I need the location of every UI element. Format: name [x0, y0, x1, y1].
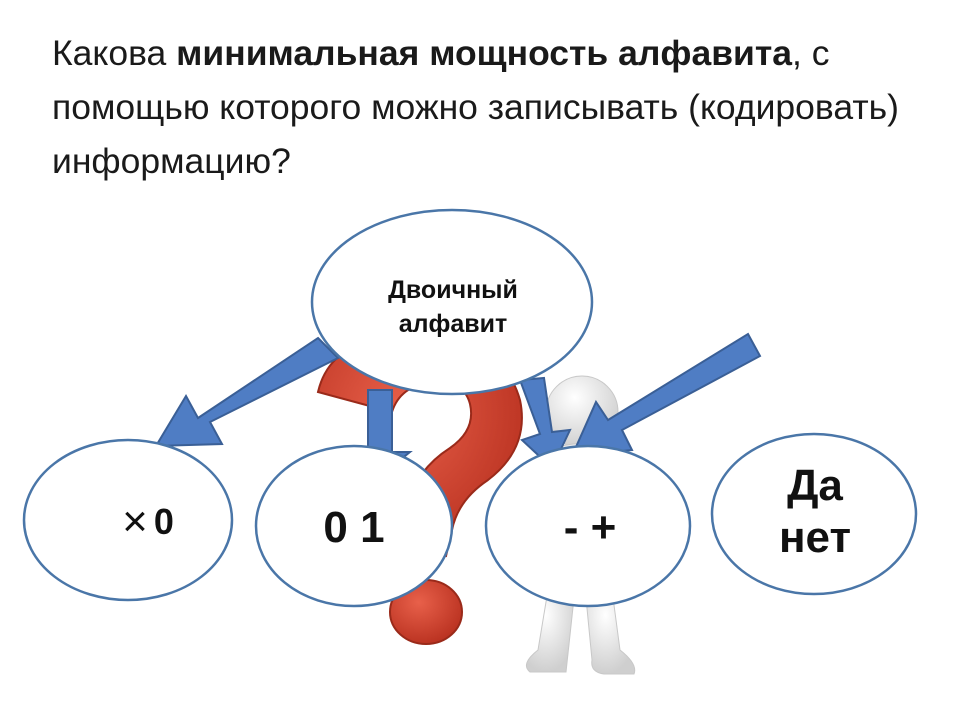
question-part-1: Какова	[52, 33, 177, 73]
arrow-left	[154, 336, 340, 448]
option-ellipse-3	[484, 444, 692, 608]
option-ellipse-1	[22, 438, 234, 602]
option-4-line-1: Да	[787, 461, 843, 510]
option-2-label: 0 1	[323, 503, 385, 552]
times-icon: ×	[122, 497, 148, 546]
center-label-line-1: Двоичный	[388, 276, 518, 304]
ellipses	[22, 208, 918, 608]
center-label-line-2: алфавит	[398, 310, 508, 338]
center-ellipse	[310, 208, 594, 396]
option-ellipse-4	[710, 432, 918, 596]
option-1-label: × 0	[88, 494, 208, 550]
question-text: Какова минимальная мощность алфавита, с …	[52, 26, 932, 188]
center-label: Двоичный алфавит	[330, 262, 576, 352]
option-1-text: 0	[153, 501, 174, 542]
option-4-label: Да нет	[752, 452, 878, 572]
question-part-2: , с помощью которого можно записывать (к…	[52, 33, 899, 181]
question-bold: минимальная мощность алфавита	[176, 33, 792, 73]
option-ellipse-2	[254, 444, 454, 608]
option-4-line-2: нет	[778, 513, 851, 562]
option-3-label: - +	[563, 503, 617, 552]
